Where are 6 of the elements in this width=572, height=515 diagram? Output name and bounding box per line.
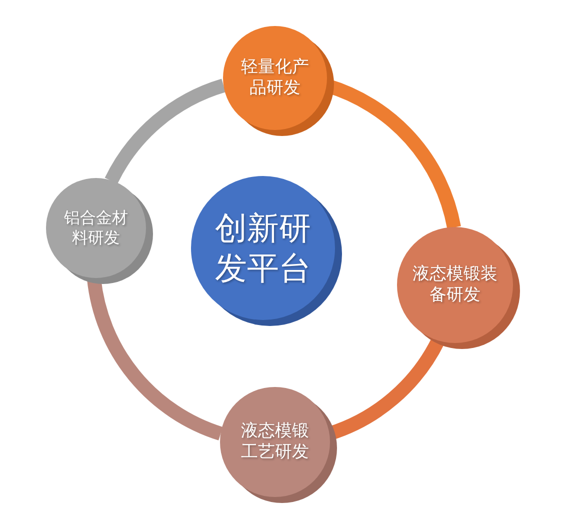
circle-label: 液态模锻装备研发: [412, 264, 499, 307]
ring-arc-connector: [105, 78, 226, 184]
circle-label: 铝合金材料研发: [62, 208, 129, 248]
circle-label: 轻量化产品研发: [240, 56, 310, 100]
circle-label: 液态模锻工艺研发: [240, 420, 310, 464]
circle-label: 创新研发平台: [214, 208, 312, 288]
